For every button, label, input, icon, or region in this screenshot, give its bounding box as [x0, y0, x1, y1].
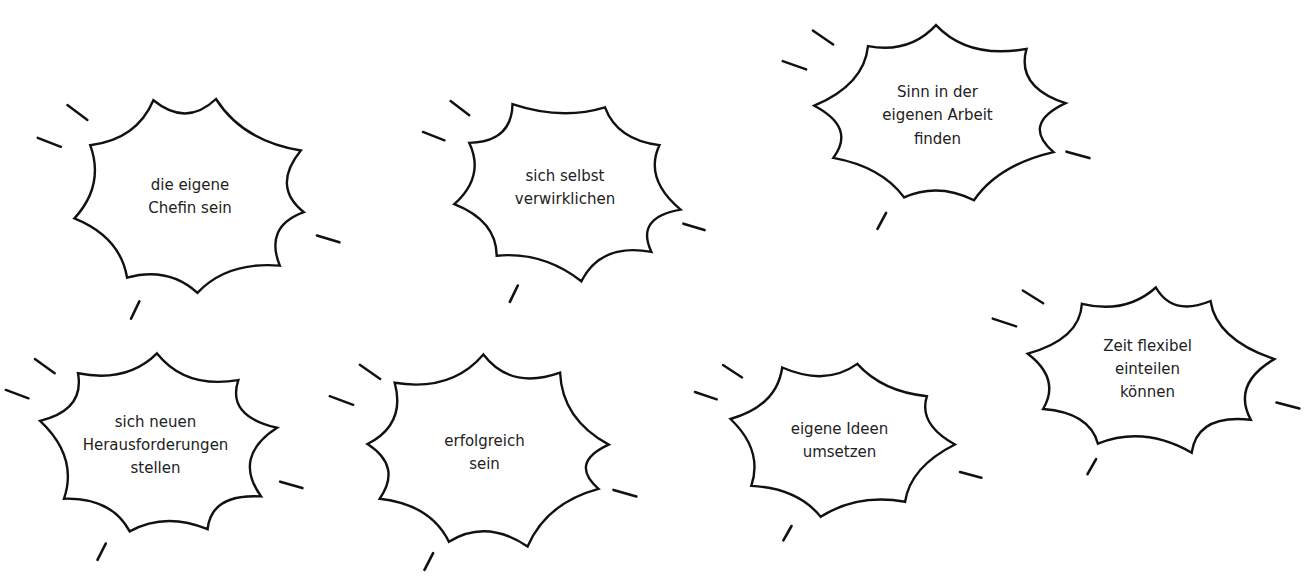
burst-outline	[425, 70, 705, 305]
emphasis-tick	[993, 319, 1017, 327]
burst-label: die eigene Chefin sein	[135, 174, 245, 221]
emphasis-tick	[98, 544, 106, 560]
burst-shape	[454, 104, 680, 281]
emphasis-tick	[6, 390, 29, 398]
speech-burst: eigene Ideen umsetzen	[697, 338, 982, 543]
emphasis-tick	[1088, 459, 1097, 474]
burst-outline	[697, 338, 982, 543]
emphasis-tick	[423, 132, 445, 140]
emphasis-tick	[451, 101, 470, 115]
emphasis-tick	[878, 213, 887, 229]
emphasis-tick	[317, 236, 340, 243]
speech-burst: Zeit flexibel einteilen können	[995, 262, 1300, 477]
burst-shape	[731, 364, 955, 517]
speech-burst: erfolgreich sein	[332, 333, 637, 573]
emphasis-tick	[280, 482, 302, 488]
burst-shape	[1028, 288, 1275, 453]
burst-label: erfolgreich sein	[430, 430, 540, 477]
emphasis-tick	[723, 365, 742, 377]
emphasis-tick	[425, 553, 434, 570]
speech-burst: sich selbst verwirklichen	[425, 70, 705, 305]
burst-outline	[40, 72, 340, 322]
emphasis-tick	[1023, 290, 1043, 303]
speech-burst: Sinn in der eigenen Arbeit finden	[785, 0, 1090, 232]
emphasis-tick	[510, 286, 518, 302]
emphasis-tick	[131, 301, 139, 318]
burst-shape	[74, 99, 303, 293]
emphasis-tick	[614, 490, 637, 497]
burst-label: Sinn in der eigenen Arbeit finden	[875, 81, 1000, 151]
emphasis-tick	[67, 105, 87, 120]
emphasis-tick	[38, 138, 61, 147]
emphasis-tick	[960, 472, 981, 478]
emphasis-tick	[783, 61, 807, 69]
emphasis-tick	[35, 359, 55, 373]
burst-shape	[814, 25, 1065, 200]
burst-label: Zeit flexibel einteilen können	[1093, 335, 1203, 405]
burst-label: sich selbst verwirklichen	[505, 164, 625, 211]
emphasis-tick	[1277, 403, 1300, 409]
emphasis-tick	[1067, 152, 1090, 158]
burst-shape	[40, 353, 277, 531]
emphasis-tick	[783, 526, 791, 540]
burst-shape	[368, 355, 609, 547]
emphasis-tick	[683, 224, 704, 230]
emphasis-tick	[695, 392, 717, 399]
burst-label: eigene Ideen umsetzen	[785, 417, 895, 464]
emphasis-tick	[813, 31, 833, 45]
speech-burst: die eigene Chefin sein	[40, 72, 340, 322]
emphasis-tick	[360, 365, 380, 379]
burst-outline	[332, 333, 637, 573]
burst-label: sich neuen Herausforderungen stellen	[81, 411, 231, 481]
emphasis-tick	[330, 396, 354, 405]
speech-burst: sich neuen Herausforderungen stellen	[8, 328, 303, 563]
